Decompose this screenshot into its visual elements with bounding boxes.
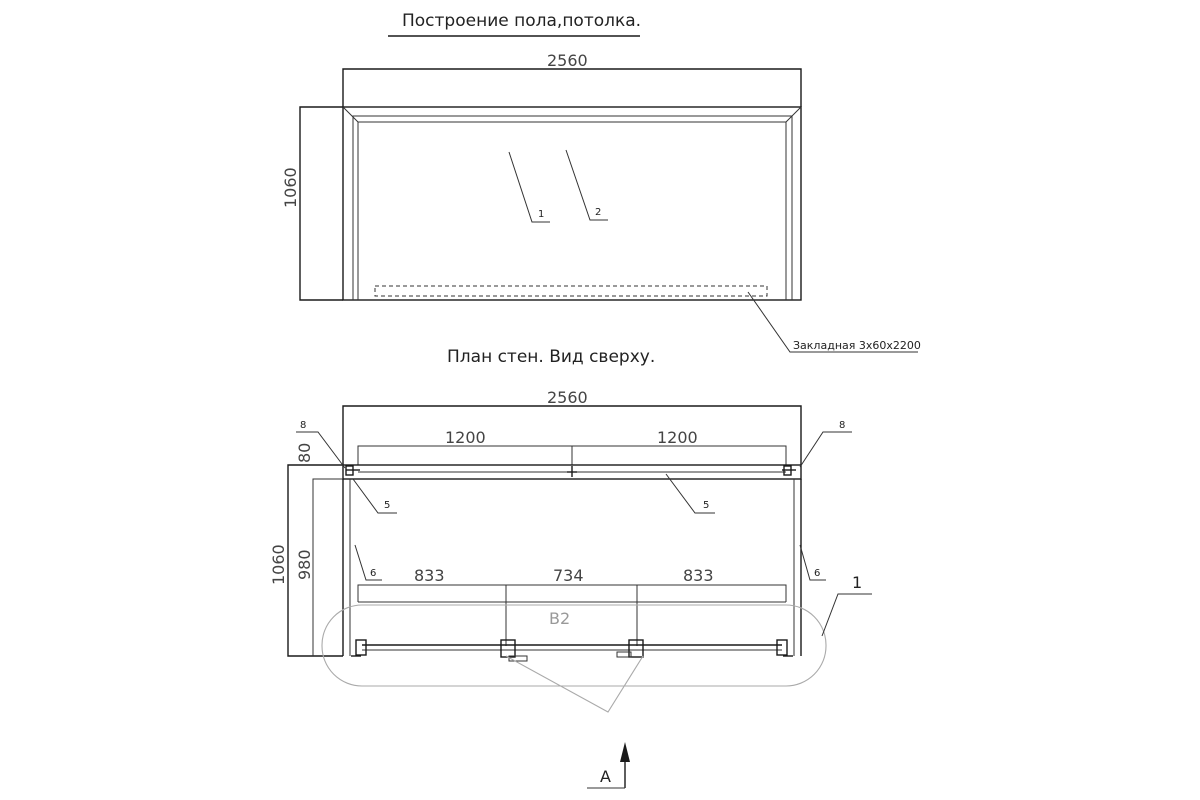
- floor-ceiling-title: Построение пола,потолка.: [402, 11, 641, 31]
- embed-plate-note: Закладная 3х60х2200: [793, 339, 921, 352]
- embed-plate-leader: [747, 291, 918, 353]
- top-width-dim-frame: [342, 68, 802, 107]
- callout-5-mid-leader: [665, 473, 715, 514]
- zone-label: B2: [549, 609, 570, 628]
- zone-outline: [321, 604, 827, 687]
- plan-width-dim: 2560: [547, 388, 588, 407]
- top-callout-1-leader: [508, 151, 550, 223]
- top-inner-profile-a: [352, 115, 793, 300]
- roller-left: [351, 639, 367, 657]
- roller-right: [776, 639, 793, 657]
- plan-upper-right-dim: 1200: [657, 428, 698, 447]
- plan-frame-dim: 80: [295, 443, 314, 463]
- top-corner-left: [342, 106, 359, 123]
- wall-plan-title: План стен. Вид сверху.: [447, 347, 655, 367]
- top-width-dim: 2560: [547, 51, 588, 70]
- center-bracket: [567, 466, 577, 477]
- plan-upper-left-dim: 1200: [445, 428, 486, 447]
- plan-panel-mid-dim: 734: [553, 566, 584, 585]
- plan-depth-inner-dim: 980: [295, 549, 314, 580]
- door-swing-lines: [505, 655, 644, 713]
- callout-8-right-leader: [799, 431, 852, 468]
- callout-8-left-leader: [296, 431, 346, 469]
- callout-1: 1: [852, 573, 862, 592]
- callout-6-right: 6: [814, 568, 820, 579]
- plan-depth-inner-frame: [312, 478, 343, 656]
- top-outer-outline: [342, 106, 802, 301]
- top-callout-2-leader: [565, 149, 608, 221]
- callout-6-left-leader: [354, 544, 382, 581]
- wall-plan-view: План стен. Вид сверху. 2560 1200 1200 10…: [269, 347, 872, 789]
- top-corner-right: [785, 106, 802, 123]
- view-arrow-a: [587, 742, 630, 789]
- callout-5-left: 5: [384, 500, 390, 511]
- corner-bracket-left: [345, 465, 360, 476]
- top-height-dim-frame: [299, 106, 343, 301]
- plan-width-dim-frame: [342, 405, 802, 465]
- callout-6-left: 6: [370, 568, 376, 579]
- plan-depth-outer-dim: 1060: [269, 544, 288, 585]
- callout-6-right-leader: [799, 544, 826, 581]
- floor-ceiling-view: Построение пола,потолка. 2560 1060 1 2 З…: [281, 11, 921, 353]
- plan-depth-outer-frame: [287, 464, 343, 657]
- top-callout-2: 2: [595, 207, 601, 218]
- roller-center-right: [616, 639, 644, 658]
- top-height-dim: 1060: [281, 167, 300, 208]
- plan-panel-left-dim: 833: [414, 566, 445, 585]
- embed-plate-dashed: [374, 285, 768, 297]
- callout-5-left-leader: [352, 478, 397, 514]
- top-callout-1: 1: [538, 209, 544, 220]
- plan-back-wall-profile: [342, 464, 802, 480]
- plan-panel-dim-frame: [357, 584, 787, 602]
- callout-5-mid: 5: [703, 500, 709, 511]
- view-label-a: A: [600, 767, 611, 786]
- top-inner-profile-b: [357, 121, 787, 300]
- callout-8-right: 8: [839, 420, 845, 431]
- callout-8-left: 8: [300, 420, 306, 431]
- corner-bracket-right: [782, 465, 796, 476]
- plan-panel-right-dim: 833: [683, 566, 714, 585]
- callout-1-leader: [821, 593, 872, 637]
